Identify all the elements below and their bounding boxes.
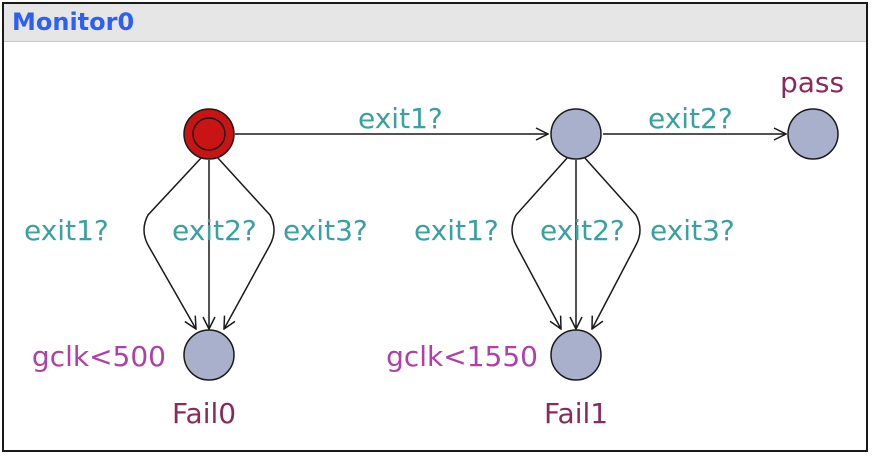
edge-mid-to-fail1-c[interactable] [583, 156, 641, 329]
edge-mid-to-fail1-a[interactable] [511, 156, 569, 329]
location-fail1[interactable] [550, 329, 602, 381]
location-name-pass: pass [780, 66, 844, 99]
sync-label-init-fail0-a: exit1? [24, 214, 109, 247]
sync-label-init-fail0-c: exit3? [283, 214, 368, 247]
location-mid[interactable] [550, 108, 602, 160]
sync-label-mid-fail1-b: exit2? [540, 214, 625, 247]
location-fail0[interactable] [183, 329, 235, 381]
sync-label-init-fail0-b: exit2? [172, 214, 257, 247]
sync-label-mid-pass: exit2? [648, 102, 733, 135]
invariant-fail1: gclk<1550 [386, 340, 538, 373]
edge-init-to-fail0-c[interactable] [216, 156, 275, 329]
location-pass[interactable] [787, 108, 839, 160]
location-name-fail1: Fail1 [544, 397, 608, 430]
template-title-bar: Monitor0 [4, 4, 866, 42]
location-name-fail0: Fail0 [172, 397, 236, 430]
template-title: Monitor0 [12, 8, 135, 36]
sync-label-init-mid: exit1? [358, 102, 443, 135]
invariant-fail0: gclk<500 [32, 340, 166, 373]
sync-label-mid-fail1-c: exit3? [650, 214, 735, 247]
edge-init-to-fail0-a[interactable] [143, 156, 203, 329]
sync-label-mid-fail1-a: exit1? [414, 214, 499, 247]
location-initial[interactable] [183, 108, 235, 160]
